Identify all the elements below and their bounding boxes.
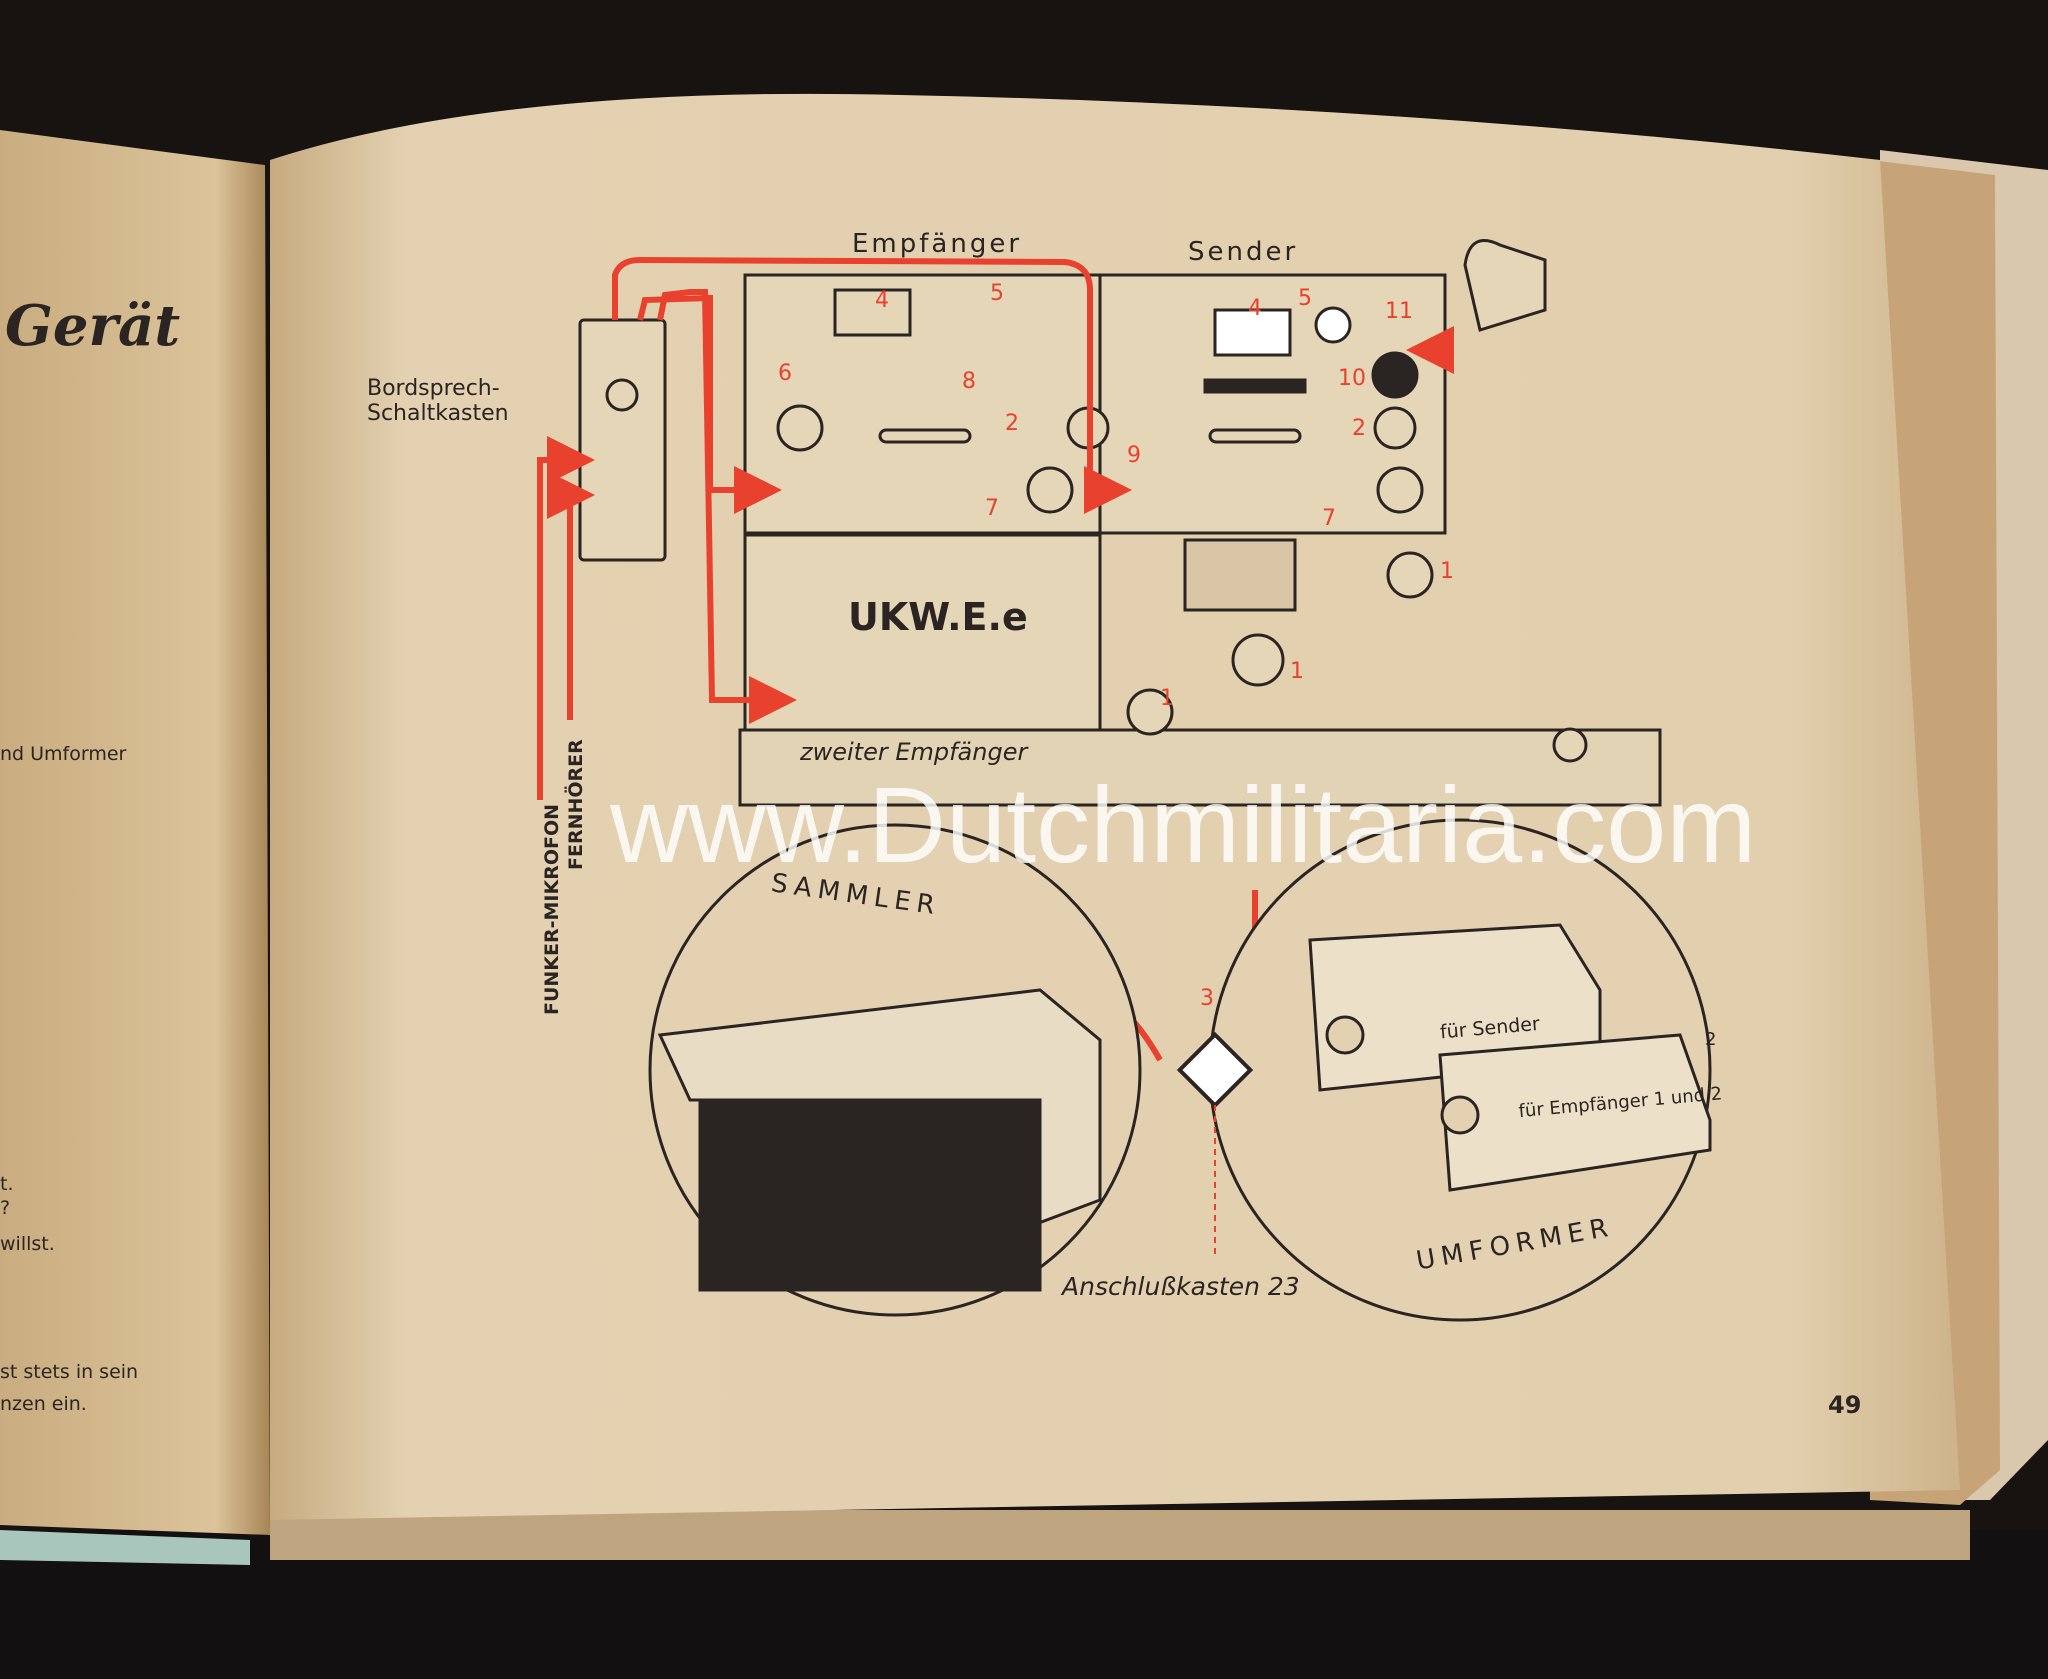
callout-number: 5: [990, 281, 1004, 306]
intercom-label-line2: Schaltkasten: [367, 401, 509, 426]
callout-number: 7: [1322, 506, 1336, 531]
intercom-label-line1: Bordsprech-: [367, 376, 500, 401]
receiver-label: Empfänger: [852, 229, 1022, 259]
converter-inset: [1208, 818, 1712, 1322]
cover-edge: [0, 1530, 250, 1565]
mic-label: FUNKER-MIKROFON: [541, 804, 563, 1015]
callout-number: 2: [1352, 416, 1366, 441]
watermark: www.Dutchmilitaria.com: [609, 764, 1756, 885]
wall-socket: [1463, 239, 1547, 332]
left-text-line: ?: [0, 1197, 10, 1219]
callout-number: 4: [1248, 296, 1262, 321]
callout-number: 1: [1290, 659, 1304, 684]
left-heading: Gerät: [5, 293, 180, 359]
left-text-line: nd Umformer: [0, 743, 127, 765]
callout-number: 3: [1200, 986, 1214, 1011]
radio-diagram: [578, 239, 1662, 807]
junction-box-symbol: [1176, 1031, 1254, 1109]
callout-number: 7: [985, 496, 999, 521]
callout-number: 4: [875, 288, 889, 313]
left-text-line: t.: [0, 1173, 14, 1195]
callout-number: 11: [1385, 299, 1413, 324]
left-page: [0, 130, 270, 1535]
callout-number: 10: [1338, 366, 1366, 391]
callout-number: 2: [1005, 411, 1019, 436]
left-text-line: st stets in sein: [0, 1361, 138, 1383]
ukw-receiver-unit: [743, 533, 1102, 732]
book-bottom-edge: [270, 1510, 1970, 1560]
left-text-line: nzen ein.: [0, 1393, 87, 1415]
intercom-box: [578, 318, 667, 562]
battery-inset: [648, 823, 1142, 1317]
callout-number: 8: [962, 369, 976, 394]
headphone-label: FERNHÖRER: [563, 739, 587, 870]
left-text-line: willst.: [0, 1233, 55, 1255]
callout-number: 2: [1705, 1029, 1716, 1050]
transmitter-label: Sender: [1188, 237, 1298, 267]
callout-number: 6: [778, 361, 792, 386]
second-receiver-label: zweiter Empfänger: [799, 738, 1029, 766]
callout-number: 1: [1160, 686, 1174, 711]
ukw-label: UKW.E.e: [848, 595, 1028, 639]
callout-number: 5: [1298, 286, 1312, 311]
junction-box-label: Anschlußkasten 23: [1060, 1272, 1300, 1301]
callout-number: 1: [1440, 559, 1454, 584]
page-number: 49: [1828, 1391, 1861, 1419]
callout-number: 9: [1127, 443, 1141, 468]
